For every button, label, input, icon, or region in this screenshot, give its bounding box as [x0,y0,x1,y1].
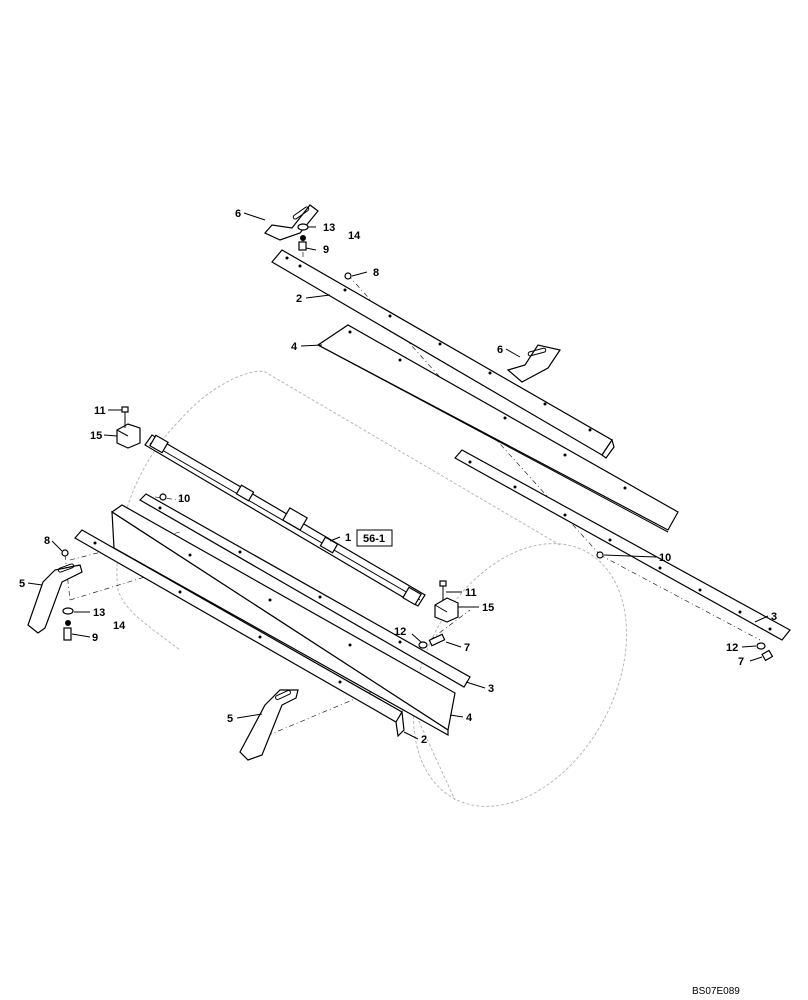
callout-14: 14 [348,230,361,242]
part-2-front-bar [74,529,405,738]
callout-6: 6 [235,208,241,220]
callout-11: 11 [465,587,477,599]
callout-1: 1 [345,532,351,544]
callouts: 6 13 14 9 8 2 4 6 11 15 10 1 8 5 13 14 9… [19,208,777,746]
callout-5: 5 [19,578,25,590]
callout-13: 13 [93,607,105,619]
part-12-right-washer [756,642,766,650]
part-3-right-bar [454,449,791,641]
callout-12: 12 [394,626,406,638]
callout-10: 10 [178,493,190,505]
part-12-mid-washer [418,641,428,649]
part-4-upper-plate [316,324,679,533]
part-1-spray-pipe [144,434,426,607]
part-6-mid-bracket [506,344,561,383]
callout-10: 10 [659,552,671,564]
figure-id: BS07E089 [692,986,740,997]
part-13-left-washer [62,607,74,626]
part-13-top-washer [297,223,309,241]
part-7-right-bolt [761,649,774,662]
reference-56-1[interactable]: 56-1 [356,529,393,547]
callout-4: 4 [291,341,298,353]
callout-8: 8 [44,535,50,547]
part-6-top-bracket [264,204,319,241]
callout-15: 15 [482,602,494,614]
part-10-right-nut [596,551,604,559]
callout-leaders [27,212,769,740]
callout-4: 4 [466,712,473,724]
part-10-left-nut [159,493,167,501]
part-5-left-bracket [27,563,83,634]
callout-9: 9 [92,632,98,644]
callout-6: 6 [497,344,503,356]
part-9-left-bolt [63,627,72,641]
callout-5: 5 [227,713,233,725]
part-4-front-plate [110,504,456,737]
callout-7: 7 [464,642,470,654]
callout-9: 9 [323,244,329,256]
reference-label: 56-1 [363,533,385,545]
part-2-upper-bar [271,249,615,459]
callout-8: 8 [373,267,379,279]
part-11-right-bolt [439,580,447,600]
part-15-right-clamp [434,597,459,623]
part-9-top-bolt [298,241,307,251]
part-8-top-bolt [344,272,352,280]
callout-2: 2 [421,734,427,746]
callout-13: 13 [323,222,335,234]
callout-14: 14 [113,620,126,632]
callout-2: 2 [296,293,302,305]
part-3-front-bar [139,493,471,688]
callout-12: 12 [726,642,738,654]
part-5-bottom-bracket [239,689,299,761]
callout-3: 3 [771,611,777,623]
part-15-left-clamp [116,423,141,449]
callout-15: 15 [90,430,102,442]
part-7-mid-bolt [428,633,446,647]
callout-11: 11 [94,405,106,417]
callout-3: 3 [488,683,494,695]
part-8-left-bolt [61,549,69,557]
callout-7: 7 [738,656,744,668]
